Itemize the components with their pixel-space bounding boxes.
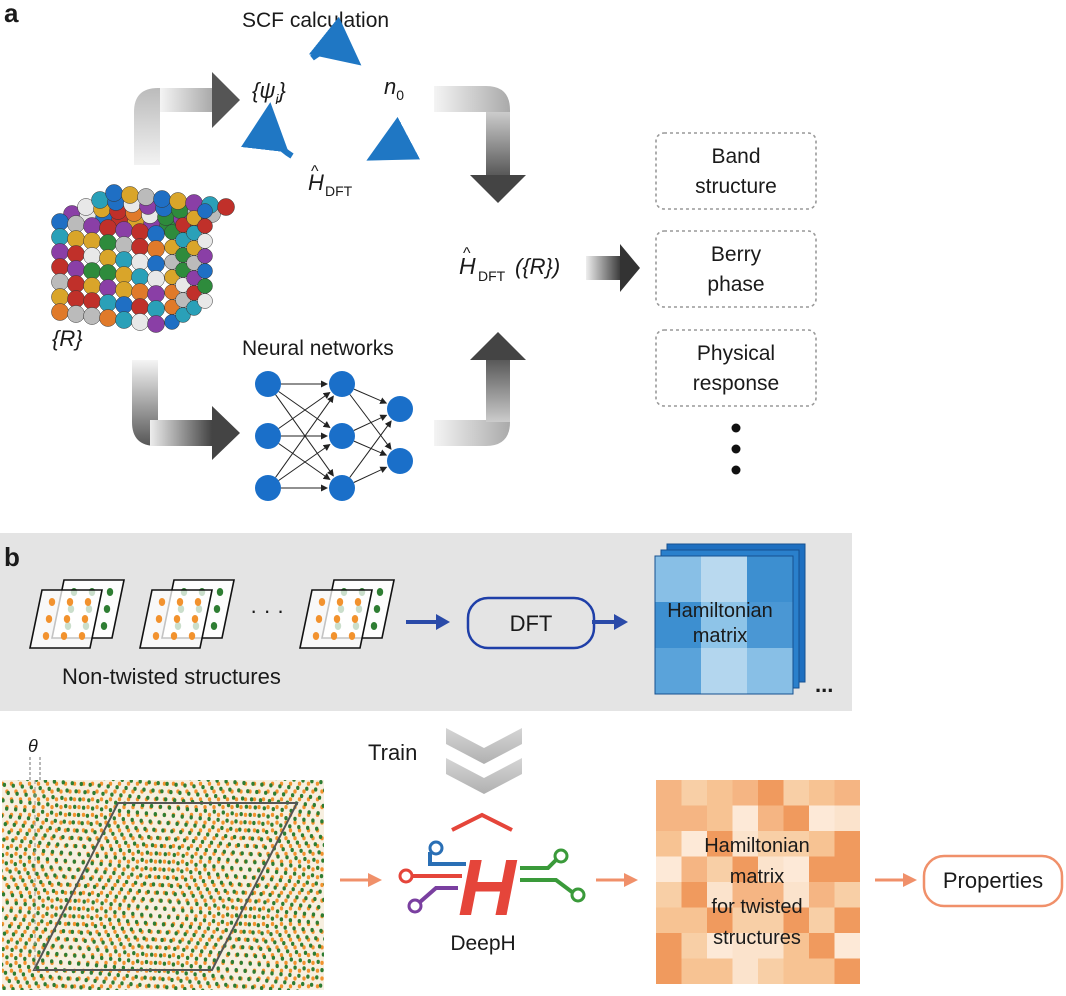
neural-network [255,371,413,501]
arrow-structure-to-nn [132,360,240,460]
matrix-more: ... [815,672,833,697]
theta-marker [29,757,41,780]
svg-text:({R}): ({R}) [515,254,560,279]
svg-text:Physical: Physical [697,342,775,365]
theta-label: θ [28,736,38,756]
structures-ellipsis: · · · [250,598,284,623]
structure-label: {R} [52,326,83,351]
output-berry-phase: Berry phase [655,230,817,308]
svg-text:^: ^ [311,163,319,180]
svg-text:Band: Band [711,145,760,168]
svg-text:H: H [308,170,324,195]
svg-text:DFT: DFT [510,611,553,636]
svg-text:Hamiltonian: Hamiltonian [667,600,773,622]
svg-text:response: response [693,372,779,395]
twisted-structure [2,780,324,990]
arrow-twisted-to-deeph [340,873,382,887]
arrow-structures-to-dft [406,614,450,630]
svg-text:H: H [459,253,476,279]
twisted-hamiltonian-matrix: Hamiltonian matrix for twisted structure… [656,780,860,984]
svg-text:Properties: Properties [943,868,1043,893]
svg-text:Berry: Berry [711,243,762,266]
arrow-structure-to-scf [134,72,240,165]
svg-text:structure: structure [695,175,777,198]
svg-text:phase: phase [707,273,764,296]
svg-text:matrix: matrix [693,625,747,647]
hamiltonian-matrix-stack: Hamiltonian matrix [654,543,806,695]
arrow-deeph-to-matrix [596,873,638,887]
svg-text:DFT: DFT [478,268,506,284]
atomic-structure-cube [51,184,235,333]
svg-text:DFT: DFT [325,183,353,199]
properties-box: Properties [922,854,1064,908]
svg-text:structures: structures [713,927,801,949]
hamiltonian-scf-label: ^ H DFT [308,163,353,199]
arrow-dft-to-matrix [592,614,628,630]
density-label: n0 [384,74,404,103]
output-physical-response: Physical response [655,329,817,407]
svg-text:Hamiltonian: Hamiltonian [704,835,810,857]
deeph-label: DeepH [450,932,515,955]
arrow-result-to-outputs [586,244,640,292]
svg-text:for twisted: for twisted [711,896,802,918]
panel-a-letter: a [4,0,19,28]
panel-b-letter: b [4,542,20,572]
nn-title: Neural networks [242,337,394,360]
non-twisted-structures [29,579,395,649]
train-label: Train [368,740,417,765]
arrow-scf-to-result [434,86,526,203]
train-chevrons [446,728,522,794]
more-outputs-dots [731,423,741,475]
result-hamiltonian-label: ^ H DFT ({R}) [459,245,560,284]
svg-text:matrix: matrix [730,866,784,888]
deeph-logo: H [398,812,586,932]
scf-title: SCF calculation [242,9,389,32]
nontwisted-label: Non-twisted structures [62,664,281,689]
arrow-nn-to-result [434,332,526,446]
svg-text:H: H [458,843,518,932]
moire-supercell [32,802,299,971]
scf-cycle-arrows [241,16,421,161]
arrow-matrix-to-properties [875,873,917,887]
output-band-structure: Band structure [655,132,817,210]
psi-label: {ψi} [252,78,286,107]
svg-text:^: ^ [463,245,471,262]
